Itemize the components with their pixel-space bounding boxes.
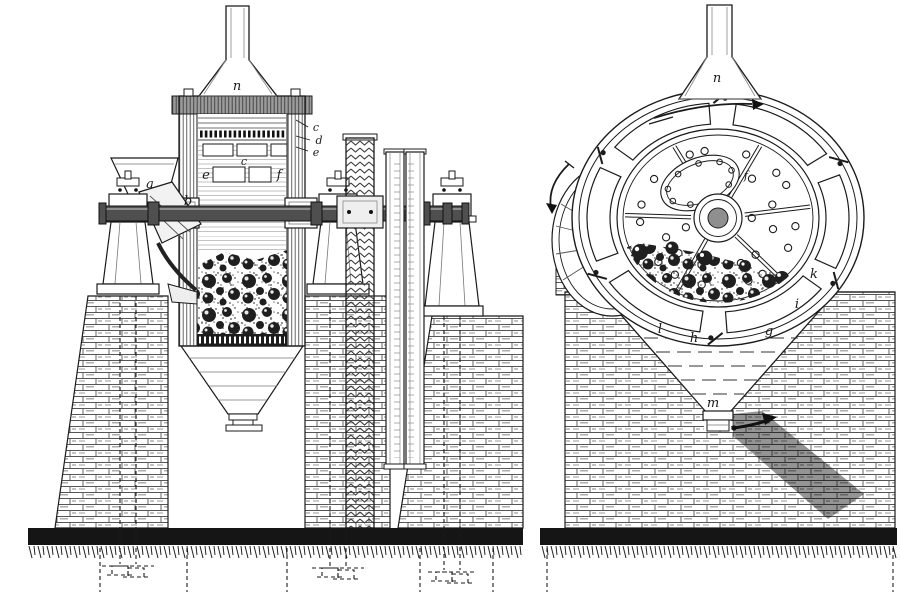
- discharge-channel: [733, 411, 864, 519]
- feed-funnel-end: n: [677, 4, 763, 100]
- bearing-pedestal-3: [420, 170, 484, 317]
- label-screen-i: i: [795, 297, 799, 312]
- rotation-arrow-icon: [653, 102, 753, 119]
- drum-rotation-arrow: [648, 99, 764, 125]
- bolt-stud-icon: [290, 88, 301, 97]
- label-liner-top: c: [313, 121, 319, 134]
- discharge-hopper: [179, 345, 305, 432]
- label-drum: c: [241, 155, 247, 168]
- armor-plate: [202, 143, 234, 157]
- armor-plate: [212, 166, 246, 183]
- feed-funnel: n: [197, 5, 279, 97]
- label-plate-left: e: [202, 168, 210, 183]
- liner-plate-lines: [198, 117, 286, 129]
- ball-charge-end: [621, 241, 815, 303]
- armor-plate: [248, 166, 272, 183]
- mill-drum-end: [571, 89, 865, 347]
- armor-plate: [236, 143, 268, 157]
- label-liner-bottom: e: [313, 146, 320, 159]
- left-view-side-section: n a b: [28, 5, 524, 592]
- label-screen-g: g: [765, 324, 773, 339]
- ground-line-right: [540, 528, 897, 545]
- label-funnel-right: n: [713, 71, 721, 86]
- label-plate-right: f: [276, 168, 284, 183]
- label-partition: f: [743, 169, 750, 182]
- label-feed-hopper: a: [146, 177, 154, 192]
- label-sieve: d: [315, 134, 322, 147]
- ground-hatch-right: [540, 545, 897, 560]
- scoop-arm: [156, 242, 198, 292]
- armor-plate: [270, 143, 288, 157]
- label-funnel-left: n: [233, 79, 241, 94]
- liner-callouts: c d e: [295, 119, 323, 159]
- label-lifter-k: k: [810, 267, 818, 282]
- ground-hatch-left: [28, 545, 523, 560]
- belt-pulleys: [383, 148, 427, 470]
- ground-line-left: [28, 528, 523, 545]
- gear-wheel: [336, 133, 384, 529]
- discharge-arrow-icon: [733, 419, 767, 430]
- label-screen-h: h: [690, 331, 698, 346]
- bolt-stud-icon: [183, 88, 194, 97]
- label-feed-scoop: b: [184, 194, 192, 209]
- anchor-bolts-right: [546, 548, 894, 592]
- label-lifter-l: l: [658, 322, 662, 337]
- right-view-end-section: m: [540, 4, 897, 592]
- outlet-spout: m: [702, 396, 777, 432]
- anchor-bolts-left: [99, 296, 494, 592]
- foundation-pier-left: [54, 295, 169, 529]
- label-outlet: m: [707, 396, 719, 411]
